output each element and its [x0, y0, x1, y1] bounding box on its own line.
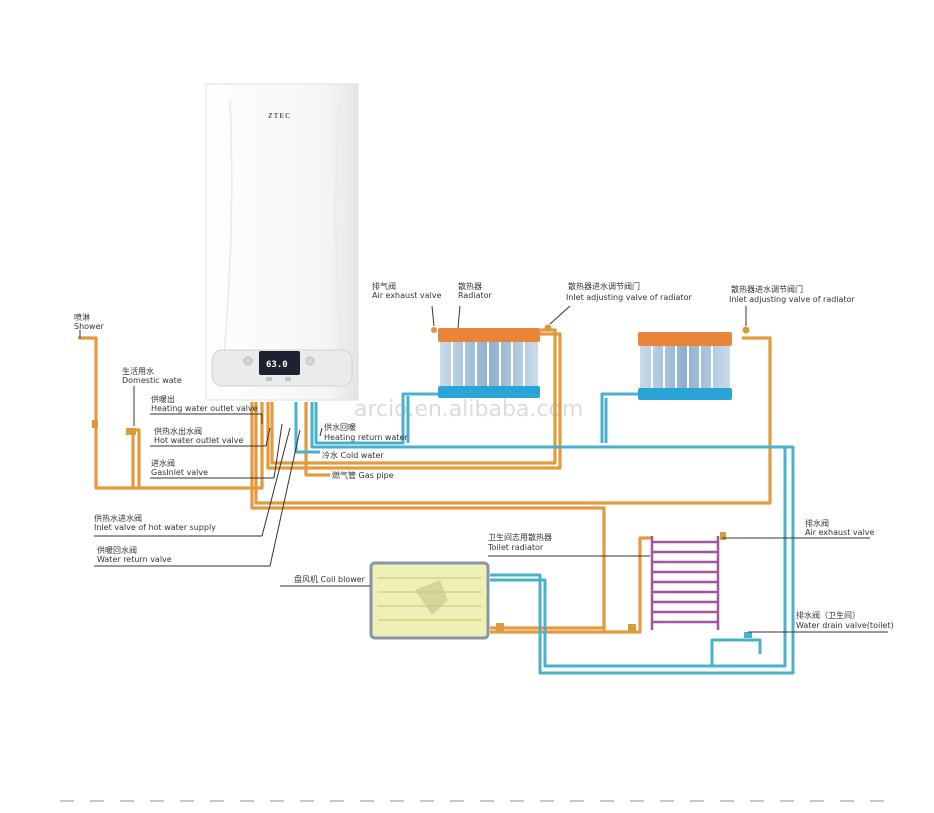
label-shower-cn: 喷淋 — [74, 312, 90, 322]
footer-dash — [210, 800, 224, 802]
footer-dash — [360, 800, 374, 802]
label-toilet-radiator-en: Toilet radiator — [487, 543, 544, 552]
footer-dash — [120, 800, 134, 802]
footer-dash — [60, 800, 74, 802]
label-drain-en: Water drain valve(toilet) — [796, 621, 894, 630]
label-heating-out-en: Heating water outlet valve — [151, 404, 258, 413]
label-gas-pipe: 燃气管 Gas pipe — [332, 470, 394, 480]
label-air-exhaust2-cn: 排水阀 — [805, 518, 829, 528]
footer-dash — [630, 800, 644, 802]
footer-dash — [270, 800, 284, 802]
footer-dash — [540, 800, 554, 802]
label-hot-out-en: Hot water outlet valve — [154, 436, 243, 445]
label-return-valve-en: Water return valve — [97, 555, 172, 564]
label-inlet-adj1-cn: 散热器进水调节阀门 — [568, 281, 640, 291]
footer-dash — [750, 800, 764, 802]
footer-dash — [810, 800, 824, 802]
footer-dash — [870, 800, 884, 802]
label-domestic-cn: 生活用水 — [122, 366, 154, 376]
footer-dash — [840, 800, 854, 802]
label-coil-blower: 盘风机 Coil blower — [294, 574, 366, 584]
label-drain-cn: 排水阀（卫生间） — [796, 610, 860, 620]
footer-dash — [150, 800, 164, 802]
label-inlet-hot-en: Inlet valve of hot water supply — [94, 523, 216, 532]
footer-dash — [450, 800, 464, 802]
footer-dash — [300, 800, 314, 802]
toilet-air-exhaust-valve[interactable] — [720, 532, 726, 540]
footer-dash — [90, 800, 104, 802]
footer-dash — [690, 800, 704, 802]
footer-dash — [720, 800, 734, 802]
label-toilet-radiator-cn: 卫生间志用散热器 — [488, 532, 552, 542]
label-gas-in-cn: 进水阀 — [151, 458, 175, 468]
footer-dash — [510, 800, 524, 802]
footer-dash — [570, 800, 584, 802]
label-air-exhaust2-en: Air exhaust valve — [805, 528, 875, 537]
toilet-radiator-inlet-valve[interactable] — [628, 624, 636, 632]
boiler-knob-left[interactable] — [243, 356, 253, 366]
inlet-adjusting-valve-1[interactable] — [544, 324, 552, 332]
coil-outlet-valve[interactable] — [496, 623, 504, 631]
boiler-brand: ZTEC — [268, 112, 291, 120]
footer-dash — [240, 800, 254, 802]
label-radiator-cn: 散热器 — [458, 281, 482, 291]
radiator-1 — [431, 324, 552, 398]
label-gas-in-en: GasInlet valve — [151, 468, 208, 477]
label-cold-water: 冷水 Cold water — [322, 450, 384, 460]
hot-water-pipes — [78, 328, 772, 634]
footer-dash — [180, 800, 194, 802]
boiler-display-value: 63.0 — [266, 360, 288, 370]
boiler-knob-right[interactable] — [305, 356, 315, 366]
boiler: ZTEC 63.0 — [205, 83, 359, 401]
footer-dash — [660, 800, 674, 802]
labels: 喷淋 Shower 生活用水 Domestic wate 供暖出 Heating… — [74, 281, 894, 630]
coil-blower — [369, 561, 490, 640]
label-domestic-en: Domestic wate — [122, 376, 182, 385]
shower-valve[interactable] — [92, 420, 98, 428]
domestic-valve[interactable] — [126, 428, 136, 435]
label-air-exhaust-en: Air exhaust valve — [372, 291, 442, 300]
label-inlet-hot-cn: 供热水进水阀 — [94, 513, 142, 523]
footer-dash — [780, 800, 794, 802]
footer-dash — [330, 800, 344, 802]
inlet-adjusting-valve-2[interactable] — [742, 326, 750, 334]
toilet-drain-valve[interactable] — [744, 632, 752, 638]
label-inlet-adj1-en: Inlet adjusting valve of radiator — [566, 293, 692, 302]
watermark: arcio.en.alibaba.com — [354, 397, 583, 422]
label-inlet-adj2-cn: 散热器进水调节阀门 — [731, 284, 803, 294]
valves — [92, 420, 752, 638]
label-radiator-en: Radiator — [458, 291, 493, 300]
label-return-valve-cn: 供暖回水阀 — [97, 545, 137, 555]
footer-dash — [600, 800, 614, 802]
footer-dash — [390, 800, 404, 802]
label-hot-out-cn: 供热水出水阀 — [154, 426, 202, 436]
label-heating-out-cn: 供暖出 — [151, 394, 175, 404]
boiler-display — [259, 351, 300, 375]
label-return-heat-cn: 供水回暖 — [324, 422, 356, 432]
air-exhaust-valve[interactable] — [431, 327, 437, 333]
leader-lines — [79, 305, 888, 633]
label-air-exhaust-cn: 排气阀 — [372, 281, 396, 291]
label-inlet-adj2-en: Inlet adjusting valve of radiator — [729, 295, 855, 304]
toilet-radiator — [650, 536, 720, 630]
label-return-heat-en: Heating return water — [324, 433, 408, 442]
footer-dash — [420, 800, 434, 802]
cold-water-pipes — [294, 392, 795, 675]
footer-dash — [480, 800, 494, 802]
radiator-2 — [638, 326, 750, 400]
label-shower-en: Shower — [74, 322, 105, 331]
